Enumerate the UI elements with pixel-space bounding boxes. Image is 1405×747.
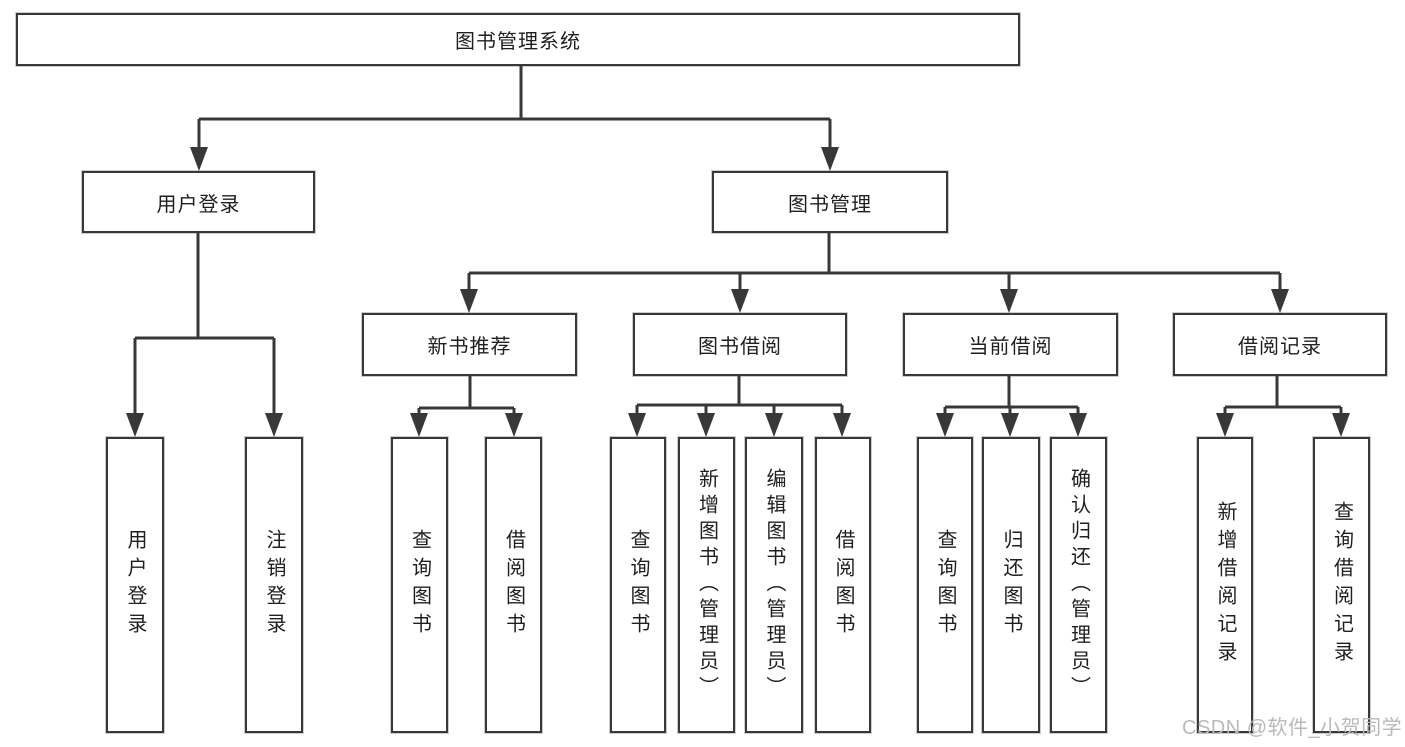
leaf-borrow-books: 借阅图书 — [815, 437, 871, 733]
leaf-confirm-return-admin: 确认归还（管理员） — [1050, 437, 1107, 733]
node-label: 当前借阅 — [968, 336, 1053, 358]
node-label: 新书推荐 — [427, 336, 512, 358]
node-label: 用户登录 — [156, 193, 241, 216]
node-label: 查询借阅记录 — [1330, 501, 1353, 669]
leaf-query-books-recommend: 查询图书 — [391, 437, 448, 733]
node-label: 编辑图书（管理员） — [763, 468, 785, 702]
leaf-query-books-current: 查询图书 — [917, 437, 973, 733]
node-book-borrow: 图书借阅 — [633, 313, 847, 376]
connector-userlogin-trunk — [135, 233, 274, 340]
leaf-edit-books-admin: 编辑图书（管理员） — [745, 437, 803, 733]
node-book-management: 图书管理 — [712, 171, 948, 233]
node-label: 图书管理 — [788, 193, 872, 216]
connector-bookborrow-trunk — [637, 375, 842, 407]
node-label: 查询图书 — [408, 529, 431, 641]
leaf-query-books-borrow: 查询图书 — [610, 437, 666, 733]
node-label: 注销登录 — [263, 529, 285, 641]
node-library-system: 图书管理系统 — [16, 13, 1020, 66]
node-current-borrow: 当前借阅 — [903, 313, 1118, 376]
leaf-return-books: 归还图书 — [982, 437, 1040, 733]
node-label: 确认归还（管理员） — [1067, 468, 1090, 702]
node-new-book-recommend: 新书推荐 — [362, 313, 577, 376]
leaf-logout: 注销登录 — [245, 437, 303, 733]
leaf-query-borrow-record: 查询借阅记录 — [1313, 437, 1370, 733]
node-borrow-records: 借阅记录 — [1173, 313, 1387, 376]
connector-newbooks-trunk — [419, 375, 514, 410]
node-label: 查询图书 — [627, 529, 649, 641]
connector-bookmgmt-trunk — [469, 233, 1280, 275]
arrowheads — [126, 147, 1350, 437]
node-user-login: 用户登录 — [82, 171, 315, 233]
node-label: 图书借阅 — [698, 336, 782, 358]
node-label: 新增图书（管理员） — [695, 468, 718, 702]
node-label: 借阅图书 — [832, 529, 854, 641]
leaf-add-borrow-record: 新增借阅记录 — [1197, 437, 1253, 733]
node-label: 图书管理系统 — [455, 31, 581, 53]
csdn-watermark: CSDN @软件_小贺同学 — [1182, 717, 1403, 739]
connector-records-trunk — [1225, 375, 1341, 409]
leaf-borrow-books-recommend: 借阅图书 — [485, 437, 542, 733]
node-label: 新增借阅记录 — [1214, 501, 1236, 669]
node-label: 查询图书 — [934, 529, 956, 641]
node-label: 借阅图书 — [502, 529, 525, 641]
node-label: 借阅记录 — [1238, 336, 1322, 358]
connector-currentborrow-trunk — [945, 375, 1078, 409]
connector-root-trunk — [199, 66, 830, 121]
leaf-user-login: 用户登录 — [106, 437, 164, 733]
leaf-add-books-admin: 新增图书（管理员） — [678, 437, 735, 733]
node-label: 用户登录 — [124, 529, 146, 641]
node-label: 归还图书 — [1000, 529, 1022, 641]
